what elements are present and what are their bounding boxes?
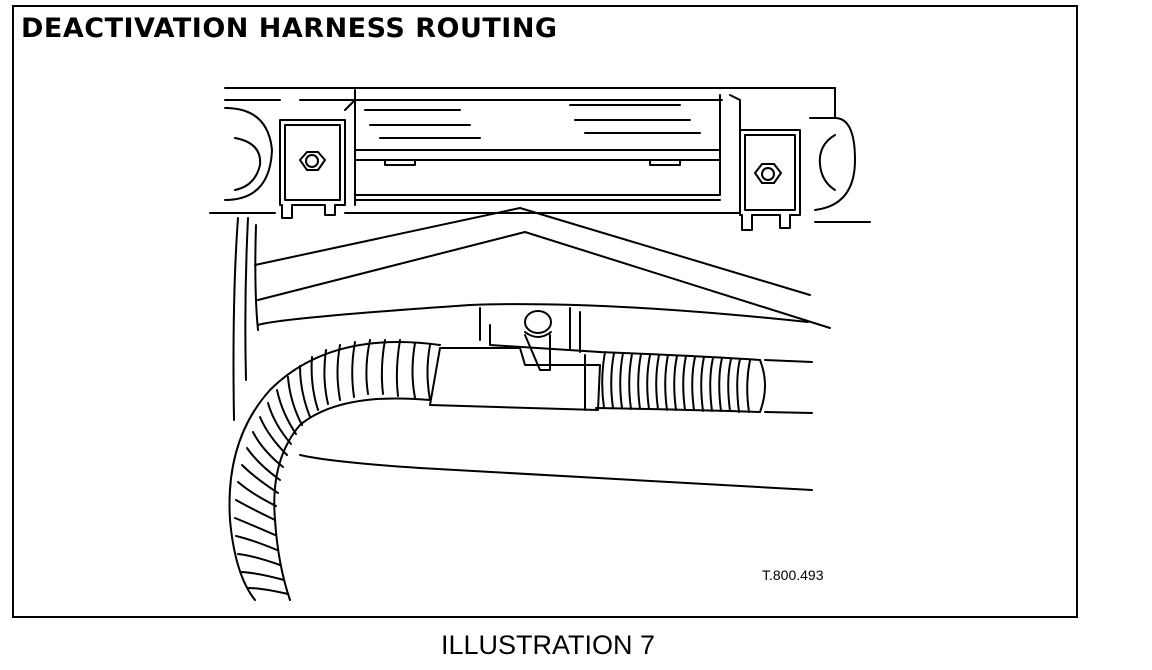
reference-code: T.800.493 (762, 567, 824, 583)
harness-left-curve (228, 339, 441, 601)
right-mounting-bracket (729, 94, 856, 231)
cross-member-beam (209, 87, 871, 223)
floor-panel-line (299, 454, 813, 491)
harness-sleeve (429, 347, 601, 411)
illustration-frame (12, 5, 1078, 618)
harness-support-clip (479, 307, 601, 371)
body-panel-contours (232, 207, 831, 421)
left-mounting-bracket (224, 99, 356, 219)
harness-right-section (595, 351, 813, 414)
illustration-caption: ILLUSTRATION 7 (440, 630, 656, 660)
diagram-title: DEACTIVATION HARNESS ROUTING (21, 13, 558, 44)
